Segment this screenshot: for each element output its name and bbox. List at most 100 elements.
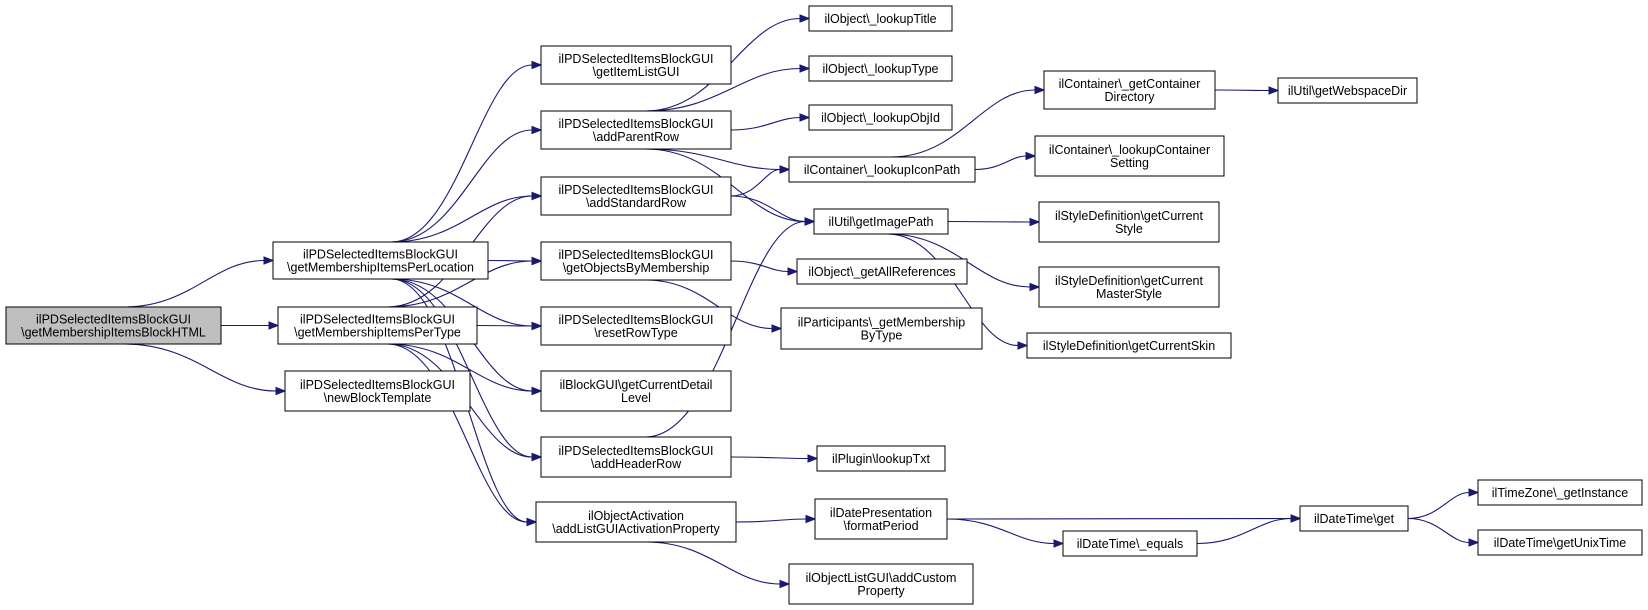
node-label-line: \newBlockTemplate (324, 391, 432, 405)
node-box (788, 156, 976, 183)
node-box (808, 55, 953, 82)
node-formatperiod[interactable]: ilDatePresentation\formatPeriod (814, 498, 948, 540)
node-newblock[interactable]: ilPDSelectedItemsBlockGUI\newBlockTempla… (284, 370, 471, 412)
edge-objactivation-to-addcustom (645, 541, 791, 589)
arrowhead (799, 113, 811, 122)
node-box (796, 258, 968, 285)
edge-root-to-perloc (124, 256, 275, 308)
edge-line (645, 541, 781, 585)
arrowhead (275, 386, 287, 396)
edge-addparent-to-lookupobjid (730, 113, 811, 131)
node-label-line: ilPDSelectedItemsBlockGUI (36, 313, 191, 327)
node-box (540, 241, 732, 281)
edge-line (730, 116, 801, 131)
edge-addparent-to-lookupiconpath (645, 148, 791, 174)
node-root[interactable]: ilPDSelectedItemsBlockGUI\getMembershipI… (5, 306, 222, 345)
edge-line (887, 233, 1019, 347)
node-perloc[interactable]: ilPDSelectedItemsBlockGUI\getMembershipI… (272, 241, 489, 280)
arrowhead (531, 452, 543, 462)
node-pertype[interactable]: ilPDSelectedItemsBlockGUI\getMembershipI… (277, 306, 478, 345)
node-addheader[interactable]: ilPDSelectedItemsBlockGUI\addHeaderRow (540, 436, 732, 478)
edge-addparent-to-lookuptype (645, 64, 811, 112)
node-box (1034, 135, 1225, 177)
node-lookuptype[interactable]: ilObject\_lookupType (808, 55, 953, 82)
node-dtequals[interactable]: ilDateTime\_equals (1062, 530, 1198, 557)
arrowhead (779, 165, 791, 174)
node-label-line: ilContainer\_lookupIconPath (804, 163, 960, 177)
edge-line (730, 456, 809, 460)
node-label-line: ilObjectListGUI\addCustom (806, 571, 957, 585)
edge-addheader-to-getimagepath (645, 217, 816, 438)
node-label-line: ByType (861, 329, 903, 343)
node-plugintxt[interactable]: ilPlugin\lookupTxt (816, 445, 946, 472)
edge-line (391, 64, 533, 243)
node-label-line: ilContainer\_lookupContainer (1049, 143, 1210, 157)
edge-addstandard-to-lookupiconpath (730, 165, 791, 197)
node-unixtime[interactable]: ilDateTime\getUnixTime (1477, 529, 1643, 556)
node-lookuptitle[interactable]: ilObject\_lookupTitle (808, 5, 953, 32)
node-getimagepath[interactable]: ilUtil\getImagePath (813, 208, 949, 235)
node-dtget[interactable]: ilDateTime\get (1299, 505, 1409, 532)
node-label-line: \getItemListGUI (593, 65, 680, 79)
arrowhead (799, 14, 811, 23)
node-label-line: \addHeaderRow (591, 457, 682, 471)
node-box (1043, 70, 1216, 110)
node-box (808, 104, 953, 131)
node-addstandard[interactable]: ilPDSelectedItemsBlockGUI\addStandardRow (540, 176, 732, 216)
node-label-line: ilPDSelectedItemsBlockGUI (300, 313, 455, 327)
node-label-line: \getMembershipItemsPerType (294, 326, 461, 340)
edge-dtget-to-tzinstance (1407, 488, 1480, 520)
arrowhead (771, 324, 783, 333)
node-getitemlist[interactable]: ilPDSelectedItemsBlockGUI\getItemListGUI (540, 45, 732, 85)
node-curskin[interactable]: ilStyleDefinition\getCurrentSkin (1026, 332, 1232, 359)
node-box (813, 208, 949, 235)
arrowhead (804, 217, 816, 226)
edge-layer (124, 14, 1480, 589)
edge-line (1196, 517, 1292, 545)
node-label-line: ilUtil\getImagePath (829, 215, 934, 229)
node-box (814, 498, 948, 540)
edge-objactivation-to-formatperiod (735, 514, 817, 524)
node-tzinstance[interactable]: ilTimeZone\_getInstance (1477, 479, 1643, 506)
edge-getobjects-to-getallrefs (730, 260, 799, 276)
edge-addheader-to-plugintxt (730, 454, 819, 463)
node-label-line: \getObjectsByMembership (563, 261, 710, 275)
arrowhead (1268, 86, 1280, 95)
edge-line (387, 343, 533, 392)
node-box (535, 501, 737, 543)
node-label-line: ilUtil\getWebspaceDir (1288, 84, 1407, 98)
node-webspacedir[interactable]: ilUtil\getWebspaceDir (1277, 77, 1418, 104)
edge-line (387, 343, 528, 523)
edge-line (1407, 491, 1470, 520)
edge-containerdir-to-webspacedir (1214, 86, 1280, 95)
node-resetrow[interactable]: ilPDSelectedItemsBlockGUI\resetRowType (540, 306, 732, 346)
node-label-line: ilDateTime\getUnixTime (1494, 536, 1626, 550)
node-box (1062, 530, 1198, 557)
node-label-line: ilPDSelectedItemsBlockGUI (559, 117, 714, 131)
edge-line (391, 278, 533, 327)
node-lookupiconpath[interactable]: ilContainer\_lookupIconPath (788, 156, 976, 183)
node-getallrefs[interactable]: ilObject\_getAllReferences (796, 258, 968, 285)
node-addparent[interactable]: ilPDSelectedItemsBlockGUI\addParentRow (540, 110, 732, 150)
edge-line (946, 517, 1292, 520)
arrowhead (805, 514, 817, 524)
edge-line (387, 260, 533, 308)
arrowhead (1025, 151, 1037, 161)
node-getobjects[interactable]: ilPDSelectedItemsBlockGUI\getObjectsByMe… (540, 241, 732, 281)
node-label-line: ilPDSelectedItemsBlockGUI (300, 378, 455, 392)
arrowhead (531, 386, 543, 396)
node-label-line: Directory (1104, 90, 1155, 104)
arrowhead (531, 60, 543, 70)
arrowhead (779, 579, 791, 589)
arrowhead (531, 321, 543, 331)
node-objactivation[interactable]: ilObjectActivation\addListGUIActivationP… (535, 501, 737, 543)
edge-line (476, 324, 533, 327)
node-lookupobjid[interactable]: ilObject\_lookupObjId (808, 104, 953, 131)
